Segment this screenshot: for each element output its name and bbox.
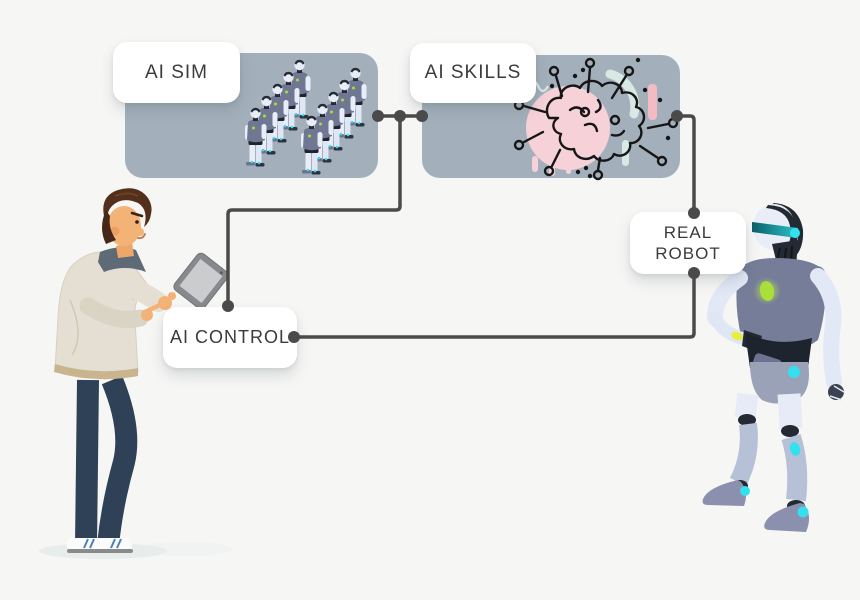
node-ai-control-label: AI CONTROL [169,327,290,348]
brain-circuit-illustration [513,57,679,181]
node-ai-sim-label: AI SIM [144,61,208,83]
node-real-robot-label: REAL ROBOT [655,222,721,263]
man-with-tablet-illustration [54,188,229,553]
node-ai-skills: AI SKILLS [410,43,536,103]
humanoid-robot-illustration [702,203,845,532]
node-real-robot: REAL ROBOT [630,212,746,274]
node-ai-skills-label: AI SKILLS [424,62,522,84]
node-ai-control: AI CONTROL [163,307,297,368]
node-ai-sim: AI SIM [113,42,240,103]
robot-crowd-illustration [245,59,367,175]
